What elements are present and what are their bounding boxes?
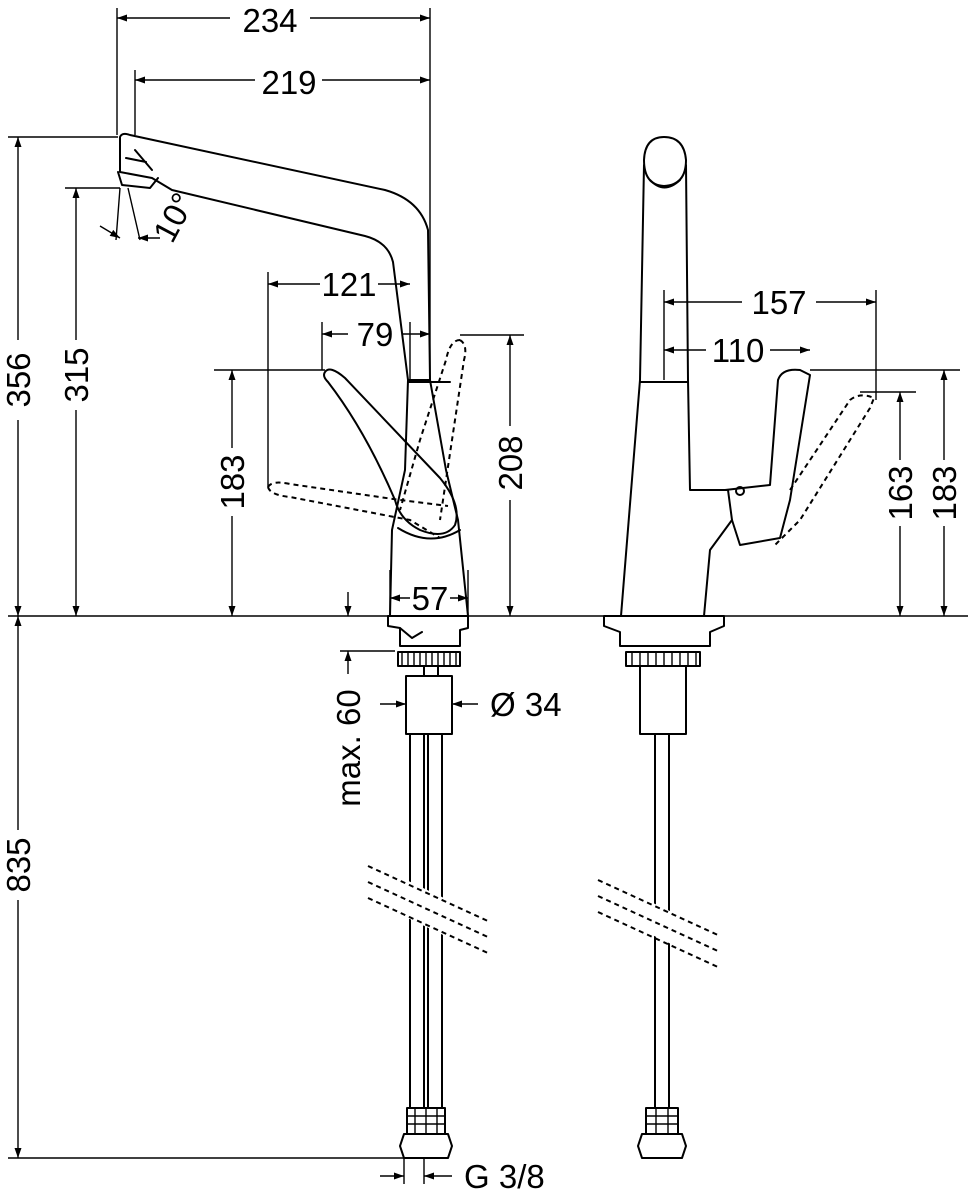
shank <box>405 675 453 735</box>
dim-208: 208 <box>492 435 529 490</box>
dim-183-left: 183 <box>214 454 251 509</box>
dim-157: 157 <box>751 284 806 321</box>
break-lines-right <box>597 879 721 969</box>
dim-219: 219 <box>261 64 316 101</box>
supply-hoses <box>399 733 453 1159</box>
dim-max-60: max. 60 <box>330 689 367 806</box>
dim-315: 315 <box>58 347 95 402</box>
dim-79: 79 <box>357 316 394 353</box>
lever-up-dashed <box>399 339 467 521</box>
mounting-thread <box>397 651 461 677</box>
front-thread <box>625 651 701 667</box>
aerator-front <box>649 179 681 189</box>
dim-121: 121 <box>321 266 376 303</box>
dim-g-3-8: G 3/8 <box>464 1158 545 1195</box>
front-column <box>620 164 733 617</box>
base-plate <box>387 615 469 647</box>
aerator <box>117 149 159 189</box>
dim-diameter-34: Ø 34 <box>490 686 562 723</box>
lever-base-arc <box>397 527 461 540</box>
front-view <box>597 136 876 1159</box>
dim-234: 234 <box>242 2 297 39</box>
dim-835: 835 <box>0 837 37 892</box>
lever-front-open <box>774 394 876 546</box>
dim-110: 110 <box>712 332 765 369</box>
dim-183-right: 183 <box>926 465 963 520</box>
break-lines-left <box>367 865 491 955</box>
base-tab <box>399 627 423 639</box>
spout-head <box>643 136 687 187</box>
lever-front <box>724 368 811 546</box>
dim-57: 57 <box>412 580 449 617</box>
side-view <box>117 132 491 1159</box>
lever-pivot <box>735 486 745 496</box>
dim-163: 163 <box>882 465 919 520</box>
lever-closed <box>323 368 458 535</box>
dimension-lines <box>8 8 968 1184</box>
front-shank <box>639 665 687 735</box>
front-base-plate <box>603 615 725 647</box>
spout-outline <box>119 132 431 381</box>
dim-356: 356 <box>0 352 37 407</box>
lever-open-dashed <box>267 481 449 539</box>
